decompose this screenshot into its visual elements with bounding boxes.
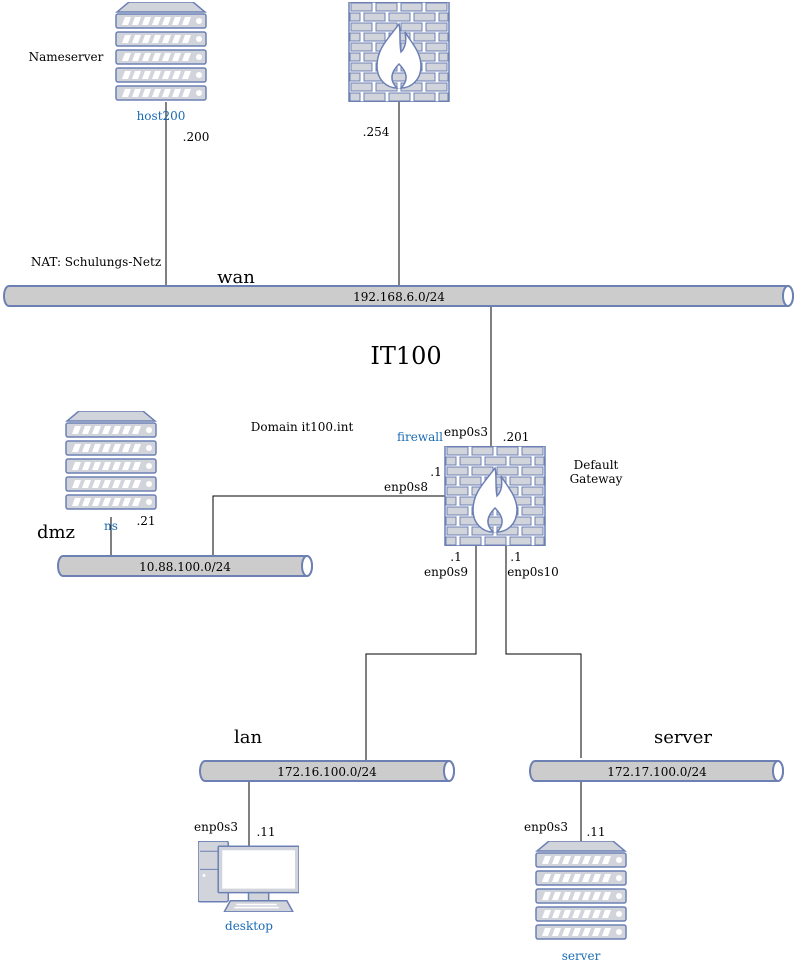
server-net-subnet: 172.17.100.0/24 [607, 765, 707, 779]
ns-address: .21 [136, 514, 155, 528]
links [110, 102, 582, 848]
desktop-address: .11 [256, 825, 275, 839]
network-pipe-lan[interactable] [199, 760, 455, 782]
firewall-addr-server: .1 [510, 550, 521, 564]
dmz-subnet: 10.88.100.0/24 [139, 560, 231, 574]
desktop-interface: enp0s3 [194, 820, 238, 834]
firewall-addr-wan: .201 [503, 430, 530, 444]
firewall-role-line1: Default [574, 458, 619, 472]
diagram-title: IT100 [370, 342, 441, 370]
firewall-if-wan: enp0s3 [444, 425, 488, 439]
wan-subnet: 192.168.6.0/24 [353, 290, 445, 304]
firewall-icon[interactable] [444, 446, 546, 546]
ns-label[interactable]: ns [104, 519, 118, 533]
server-interface: enp0s3 [524, 820, 568, 834]
network-pipe-wan[interactable] [3, 285, 794, 307]
firewall-addr-lan: .1 [450, 550, 461, 564]
desktop-computer-icon[interactable] [198, 841, 299, 912]
wan-firewall-address: .254 [363, 125, 390, 139]
wan-network-name: wan [217, 267, 255, 288]
host200-server-icon[interactable] [116, 2, 206, 100]
server-network-name: server [654, 727, 712, 748]
host200-label[interactable]: host200 [137, 109, 186, 123]
dmz-network-name: dmz [37, 522, 75, 543]
firewall-if-dmz: enp0s8 [384, 480, 428, 494]
lan-network-name: lan [234, 727, 262, 748]
host200-address: .200 [183, 130, 210, 144]
desktop-label[interactable]: desktop [225, 919, 273, 933]
wan-firewall-icon[interactable] [348, 2, 450, 102]
firewall-addr-dmz: .1 [430, 465, 441, 479]
server-address: .11 [586, 825, 605, 839]
nat-note: NAT: Schulungs-Netz [31, 255, 161, 269]
firewall-if-server: enp0s10 [507, 565, 559, 579]
network-pipe-server[interactable] [529, 760, 784, 782]
domain-note: Domain it100.int [251, 420, 354, 434]
firewall-if-lan: enp0s9 [424, 565, 468, 579]
firewall-role-line2: Gateway [570, 472, 623, 486]
host200-role: Nameserver [29, 50, 104, 64]
network-pipe-dmz[interactable] [57, 555, 313, 577]
server-rack-icon[interactable] [536, 841, 626, 939]
ns-server-icon[interactable] [66, 411, 156, 509]
lan-subnet: 172.16.100.0/24 [277, 765, 377, 779]
server-label[interactable]: server [562, 949, 601, 962]
firewall-label[interactable]: firewall [397, 430, 443, 444]
